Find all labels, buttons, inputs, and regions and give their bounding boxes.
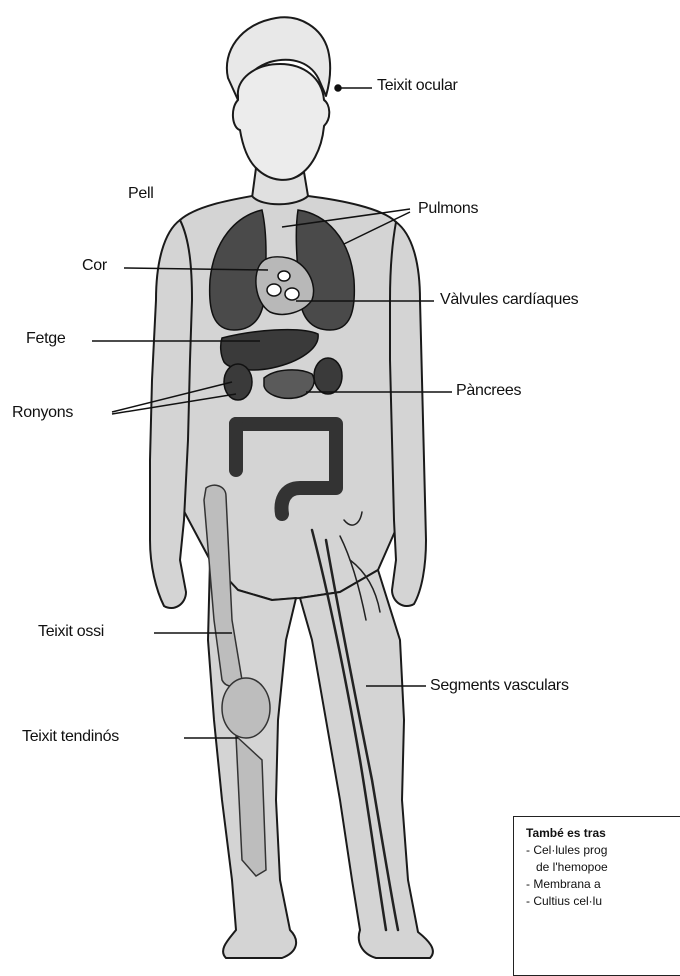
heart-valve-3: [278, 271, 290, 281]
info-title: També es tras: [526, 825, 680, 842]
info-line-3: - Membrana a: [526, 876, 680, 893]
label-fetge: Fetge: [26, 331, 65, 347]
head: [233, 64, 329, 181]
right-arm: [390, 222, 426, 606]
label-cor: Cor: [82, 258, 107, 274]
heart-valve-2: [285, 288, 299, 300]
label-pell: Pell: [128, 186, 153, 202]
info-line-4: - Cultius cel·lu: [526, 893, 680, 910]
heart-valve-1: [267, 284, 281, 296]
pancreas: [264, 370, 314, 398]
info-box: També es tras - Cel·lules prog de l'hemo…: [513, 816, 680, 976]
label-segments-vasculars: Segments vasculars: [430, 678, 569, 694]
label-pancrees: Pàncrees: [456, 383, 521, 399]
right-kidney: [314, 358, 342, 394]
label-teixit-ossi: Teixit ossi: [38, 624, 104, 640]
left-arm: [150, 220, 192, 608]
label-pulmons: Pulmons: [418, 201, 478, 217]
info-line-2: de l'hemopoe: [526, 859, 680, 876]
label-ronyons: Ronyons: [12, 405, 73, 421]
label-valvules: Vàlvules cardíaques: [440, 292, 578, 308]
label-teixit-tendinos: Teixit tendinós: [22, 729, 119, 745]
info-line-1: - Cel·lules prog: [526, 842, 680, 859]
right-leg: [300, 570, 433, 958]
knee-joint: [222, 678, 270, 738]
label-teixit-ocular: Teixit ocular: [377, 78, 458, 94]
